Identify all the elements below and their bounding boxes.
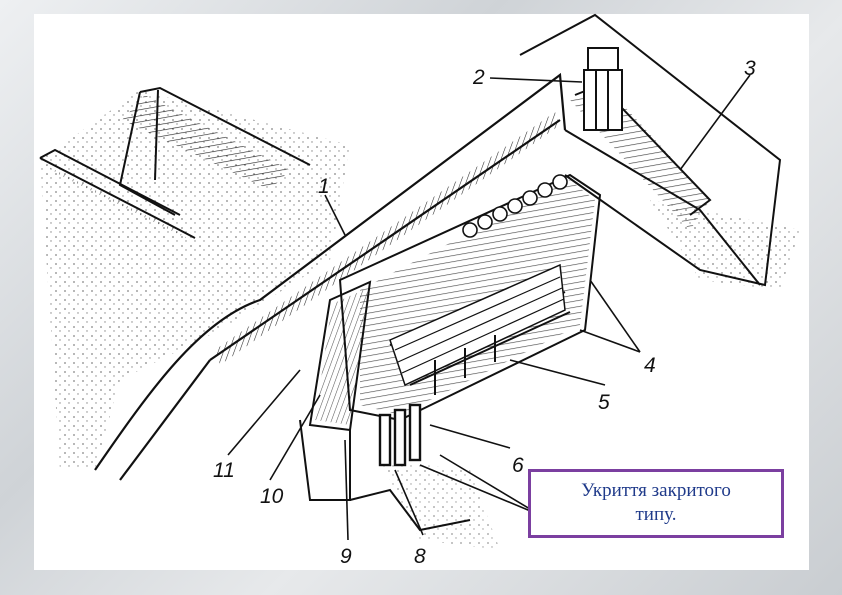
callout-3: 3: [744, 57, 756, 80]
leader-lines: [227, 74, 751, 541]
callout-10: 10: [260, 485, 284, 508]
caption-line-2: типу.: [635, 504, 677, 525]
hanging-posts: [434, 335, 496, 395]
entrance-structure: [299, 280, 471, 532]
door-hatch: [315, 288, 368, 425]
callout-11: 11: [213, 459, 235, 482]
filter-unit: [583, 47, 623, 131]
ceiling-logs: [462, 174, 568, 238]
bench-slats: [394, 276, 565, 374]
caption-line-1: Укриття закритого: [581, 480, 731, 501]
entrance-trench: [39, 86, 311, 239]
callout-8: 8: [414, 545, 426, 568]
caption-box: Укриття закритого типу.: [528, 469, 784, 538]
mound-edge-hatch: [215, 112, 560, 365]
bench-panel: [389, 263, 566, 387]
callout-4: 4: [644, 354, 656, 377]
support-posts: [378, 403, 422, 467]
callout-9: 9: [340, 545, 352, 568]
callout-5: 5: [598, 391, 610, 414]
callout-2: 2: [473, 66, 485, 89]
trench-wall-hatch: [122, 95, 290, 190]
trench-floor-hatch: [45, 165, 190, 240]
callout-6: 6: [512, 454, 524, 477]
callout-1: 1: [318, 175, 330, 198]
